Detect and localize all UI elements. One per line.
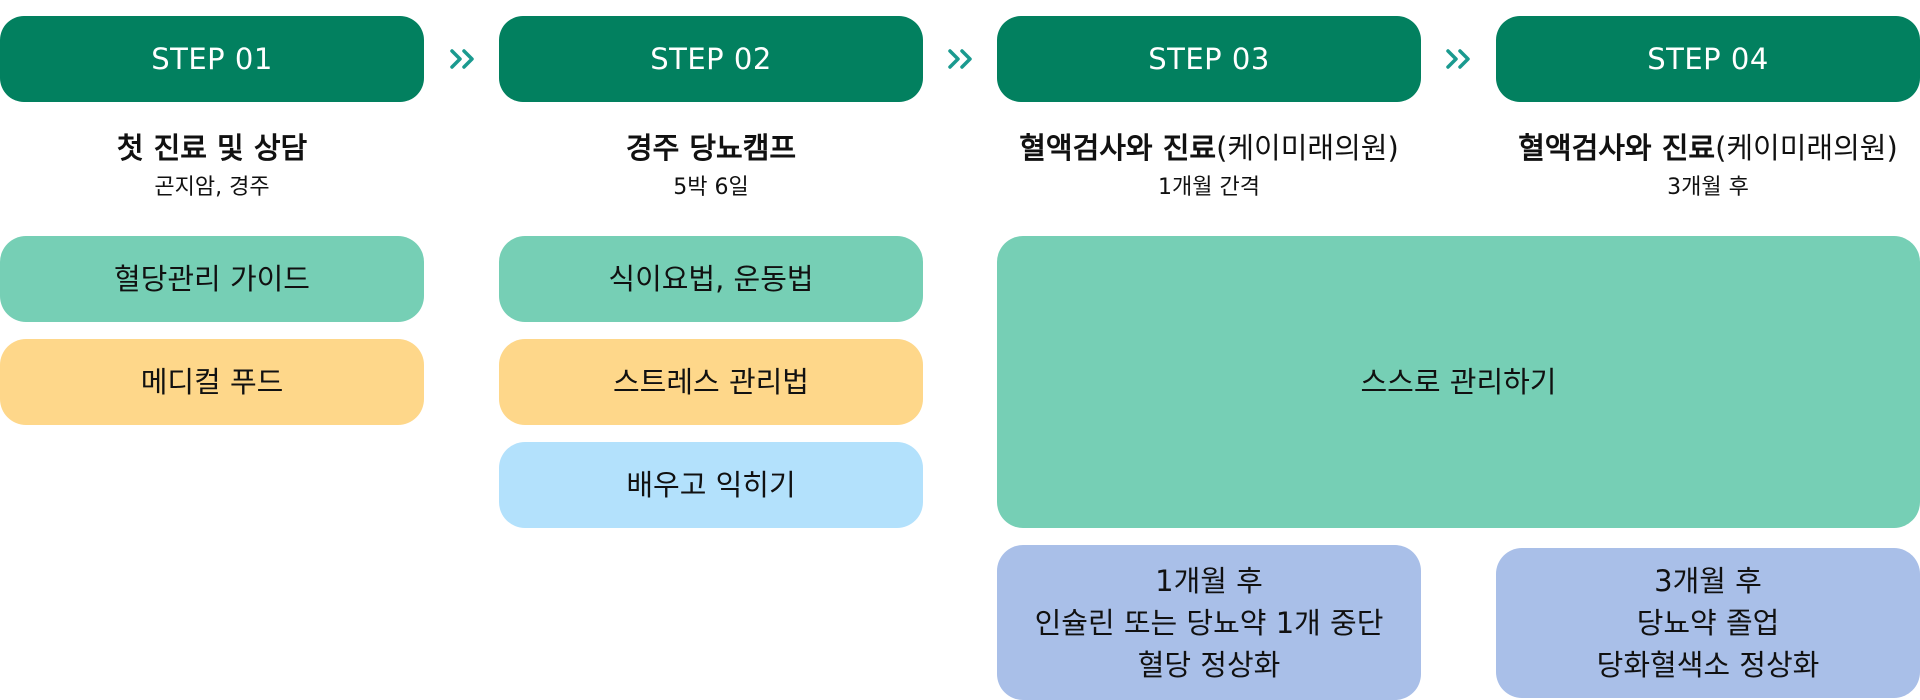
step-04-result-line-3: 당화혈색소 정상화 — [1596, 648, 1820, 682]
step-03-result-box: 1개월 후 인슐린 또는 당뇨약 1개 중단 혈당 정상화 — [997, 545, 1421, 700]
step-03-title-clinic: (케이미래의원) — [1216, 131, 1399, 165]
double-chevron-right-icon — [1443, 46, 1475, 72]
step-01-box-medical-food: 메디컬 푸드 — [0, 339, 424, 425]
step-03-title-main: 혈액검사와 진료 — [1019, 131, 1217, 165]
step-04-title-main: 혈액검사와 진료 — [1518, 131, 1716, 165]
step-02-box-stress: 스트레스 관리법 — [499, 339, 923, 425]
step-03-result-line-2: 인슐린 또는 당뇨약 1개 중단 — [1034, 605, 1384, 640]
step-03-result-line-3: 혈당 정상화 — [1137, 647, 1281, 682]
step-04-header: STEP 04 — [1496, 16, 1920, 102]
step-03-result-line-1: 1개월 후 — [1155, 563, 1263, 598]
step-03-title: 혈액검사와 진료(케이미래의원) — [997, 130, 1421, 166]
step-02-subtitle: 5박 6일 — [673, 175, 749, 200]
double-chevron-right-icon — [945, 46, 977, 72]
step-02-box-diet-exercise: 식이요법, 운동법 — [499, 236, 923, 322]
step-02-header: STEP 02 — [499, 16, 923, 102]
step-02-title: 경주 당뇨캠프 — [625, 131, 797, 165]
step-04-title-clinic: (케이미래의원) — [1715, 131, 1898, 165]
self-management-box: 스스로 관리하기 — [997, 236, 1920, 528]
step-02-box-learn: 배우고 익히기 — [499, 442, 923, 528]
step-04-title: 혈액검사와 진료(케이미래의원) — [1496, 130, 1920, 166]
step-04-result-box: 3개월 후 당뇨약 졸업 당화혈색소 정상화 — [1496, 548, 1920, 698]
step-03-subtitle: 1개월 간격 — [1158, 175, 1260, 200]
step-03-header: STEP 03 — [997, 16, 1421, 102]
step-01-box-glucose-guide: 혈당관리 가이드 — [0, 236, 424, 322]
step-04-result-line-1: 3개월 후 — [1654, 564, 1762, 598]
step-04-subtitle: 3개월 후 — [1667, 175, 1749, 200]
step-01-header: STEP 01 — [0, 16, 424, 102]
step-01-title: 첫 진료 및 상담 — [116, 131, 308, 165]
double-chevron-right-icon — [447, 46, 479, 72]
step-04-result-line-2: 당뇨약 졸업 — [1636, 606, 1780, 640]
step-01-subtitle: 곤지암, 경주 — [154, 175, 270, 200]
